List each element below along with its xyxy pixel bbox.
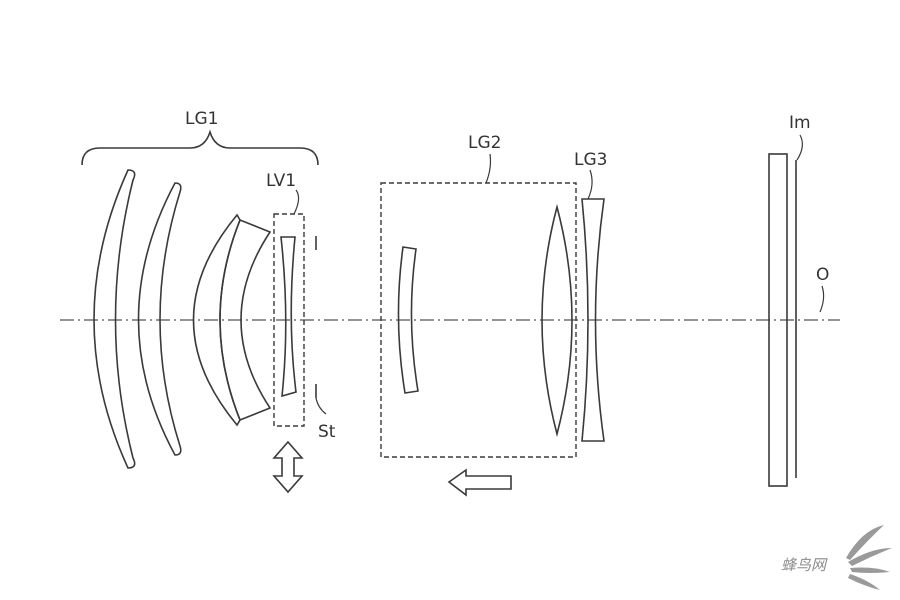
lg2-lens xyxy=(397,246,419,394)
lg3-label: LG3 xyxy=(574,150,607,170)
lg2-leader xyxy=(485,153,492,184)
im-leader xyxy=(796,134,803,161)
vertical-double-arrow xyxy=(272,440,304,494)
lg1-brace xyxy=(81,129,319,166)
lv1-frame xyxy=(273,213,305,427)
lv1-label: LV1 xyxy=(266,171,296,191)
lg3-leader xyxy=(587,169,593,200)
lens-element-4 xyxy=(219,218,272,422)
lv1-leader xyxy=(293,189,300,215)
left-arrow xyxy=(447,468,512,497)
lens-element-1 xyxy=(93,169,136,469)
im-label: Im xyxy=(789,113,811,133)
watermark-text: 蜂鸟网 xyxy=(781,556,828,574)
filter-plate xyxy=(768,153,788,487)
lv1-lens xyxy=(280,236,297,398)
lg2-frame xyxy=(380,182,577,458)
lg1-label: LG1 xyxy=(185,109,218,129)
lens-element-2 xyxy=(137,182,182,456)
o-leader xyxy=(819,285,825,313)
lg3-lens-biconcave xyxy=(581,198,605,442)
o-label: O xyxy=(816,265,829,285)
st-leader xyxy=(315,397,327,415)
lg3-lens-biconvex xyxy=(541,203,573,438)
st-label: St xyxy=(318,422,336,442)
lg2-label: LG2 xyxy=(468,133,501,153)
bird-logo-icon xyxy=(846,525,892,590)
